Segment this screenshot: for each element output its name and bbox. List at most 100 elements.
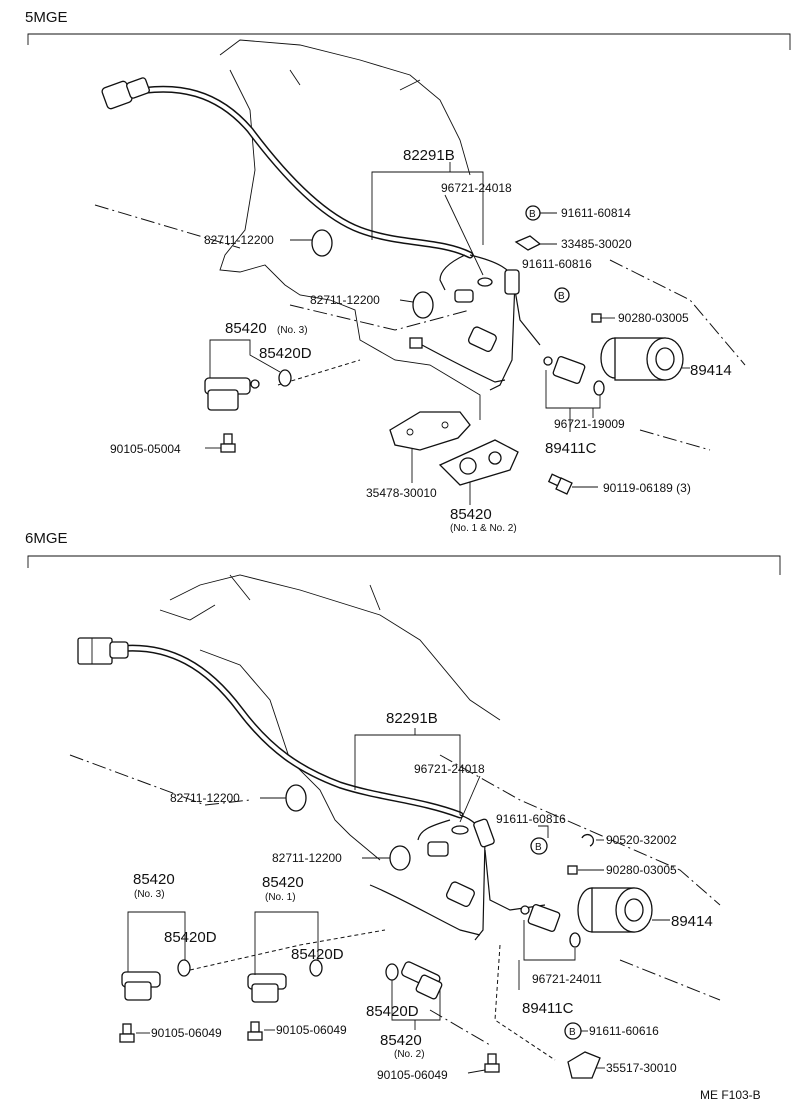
bolt-90119-06189-5mge [547, 473, 573, 495]
label-91611-60814-5mge: 91611-60814 [561, 206, 631, 220]
section-title-5mge: 5MGE [25, 9, 68, 26]
gasket-35478-30010-5mge [389, 411, 471, 451]
label-33485-30020-5mge: 33485-30020 [561, 237, 632, 251]
label-96721-24018-6mge: 96721-24018 [414, 762, 485, 776]
label-no3-6mge: (No. 3) [134, 889, 165, 900]
bolt-b-label-a-5mge: B [529, 209, 536, 220]
bolt-90105-05004-5mge [220, 433, 236, 453]
sensor-89411c-6mge [520, 904, 561, 932]
label-85420-no3-5mge: 85420 [225, 320, 267, 337]
o-ring-85420d-5mge [278, 369, 292, 387]
label-91611-60816-5mge: 91611-60816 [522, 257, 592, 271]
clip-90520-6mge [581, 834, 594, 847]
sensor-89411c-5mge [543, 356, 586, 384]
leader-dot-a-5mge [277, 359, 361, 386]
label-no3-5mge: (No. 3) [277, 325, 308, 336]
label-90105-06049-a-6mge: 90105-06049 [151, 1026, 222, 1040]
solenoid-85420-no1-6mge [247, 973, 287, 1003]
clamp-b-6mge [389, 845, 411, 871]
speed-sensor-89414-5mge [600, 337, 684, 381]
label-82711-12200-a-6mge: 82711-12200 [170, 791, 240, 805]
label-35478-30010-5mge: 35478-30010 [366, 486, 437, 500]
clamp-a-6mge [285, 784, 307, 812]
label-85420-no2-6mge: 85420 [380, 1032, 422, 1049]
leader-dot-a-6mge [189, 929, 386, 971]
section-bracket-5mge [27, 33, 791, 50]
plug-mid-5mge [409, 337, 423, 349]
label-85420-no12-5mge: 85420 [450, 506, 492, 523]
harness-connector-6mge [77, 637, 129, 665]
leaders-6mge [127, 728, 670, 1074]
bolt-90105-06049-b-6mge [247, 1021, 263, 1041]
label-82711-12200-a-5mge: 82711-12200 [204, 233, 274, 247]
o-ring-96721-24018-6mge [451, 825, 469, 835]
label-90119-06189-5mge: 90119-06189 (3) [603, 481, 691, 495]
o-ring-85420d-a-6mge [177, 959, 191, 977]
leaders-5mge [205, 162, 690, 505]
o-ring-96721-24018-5mge [477, 277, 493, 287]
label-96721-19009-5mge: 96721-19009 [554, 417, 625, 431]
centerline-c-6mge [619, 959, 721, 1001]
label-89411c-6mge: 89411C [522, 1000, 574, 1017]
clip-90280-6mge [567, 865, 578, 875]
label-85420d-b-6mge: 85420D [291, 946, 344, 963]
label-85420-no1-6mge: 85420 [262, 874, 304, 891]
centerline-b-6mge [439, 754, 721, 906]
centerline-c-5mge [609, 259, 746, 366]
bolt-b-label-a-6mge: B [535, 842, 542, 853]
label-96721-24018-5mge: 96721-24018 [441, 181, 512, 195]
connector-small-5mge [454, 289, 474, 303]
sensor-mid-6mge [445, 881, 475, 907]
solenoid-85420-no3-6mge [121, 971, 161, 1001]
bolt-90105-06049-c-6mge [484, 1053, 500, 1073]
clamp-b-5mge [412, 291, 434, 319]
label-85420-no3-6mge: 85420 [133, 871, 175, 888]
centerline-a-5mge [94, 204, 241, 249]
o-ring-85420d-c-6mge [385, 963, 399, 981]
label-82711-12200-b-5mge: 82711-12200 [310, 293, 380, 307]
label-no1-6mge: (No. 1) [265, 892, 296, 903]
label-91611-60616-6mge: 91611-60616 [589, 1024, 659, 1038]
plate-33485-5mge [514, 235, 542, 251]
solenoid-85420-no2-6mge [401, 961, 443, 1000]
label-90280-03005-6mge: 90280-03005 [606, 863, 677, 877]
bolt-b-icon-a-6mge [530, 837, 548, 855]
bolt-b-label-b-6mge: B [569, 1027, 576, 1038]
label-35517-30010-6mge: 35517-30010 [606, 1061, 677, 1075]
section-bracket-6mge [27, 555, 781, 575]
label-90280-03005-5mge: 90280-03005 [618, 311, 689, 325]
label-90105-05004-5mge: 90105-05004 [110, 442, 181, 456]
section-title-6mge: 6MGE [25, 530, 68, 547]
label-85420d-c-6mge: 85420D [366, 1003, 419, 1020]
label-89414-5mge: 89414 [690, 362, 732, 379]
label-82291b-6mge: 82291B [386, 710, 438, 727]
label-no2-6mge: (No. 2) [394, 1049, 425, 1060]
sensor-plug-5mge [504, 269, 520, 295]
centerline-b-5mge [289, 304, 471, 331]
centerline-d-5mge [639, 429, 711, 451]
label-89414-6mge: 89414 [671, 913, 713, 930]
label-82291b-5mge: 82291B [403, 147, 455, 164]
label-90105-06049-c-6mge: 90105-06049 [377, 1068, 448, 1082]
speed-sensor-89414-6mge [577, 887, 653, 933]
harness-cable-6mge [106, 644, 464, 819]
engine-outline-5mge [219, 39, 481, 420]
connector-small-6mge [427, 841, 449, 857]
bolt-b-label-b-5mge: B [558, 291, 565, 302]
label-91611-60816-6mge: 91611-60816 [496, 812, 566, 826]
figure-code: ME F103-B [700, 1088, 761, 1102]
bracket-35517-30010-6mge [567, 1051, 601, 1079]
harness-connector-5mge [101, 77, 150, 110]
solenoid-85420-no3-5mge [204, 377, 260, 411]
label-89411c-5mge: 89411C [545, 440, 597, 457]
solenoid-85420-no1-no2-5mge [438, 439, 519, 486]
sensor-mid-5mge [467, 326, 497, 352]
section-5mge: 5MGE B B [25, 9, 791, 534]
label-90520-32002-6mge: 90520-32002 [606, 833, 677, 847]
bolt-90105-06049-a-6mge [119, 1023, 135, 1043]
label-90105-06049-b-6mge: 90105-06049 [276, 1023, 347, 1037]
label-96721-24011-6mge: 96721-24011 [532, 972, 602, 986]
section-6mge: 6MGE B [25, 530, 781, 1082]
label-82711-12200-b-6mge: 82711-12200 [272, 851, 342, 865]
